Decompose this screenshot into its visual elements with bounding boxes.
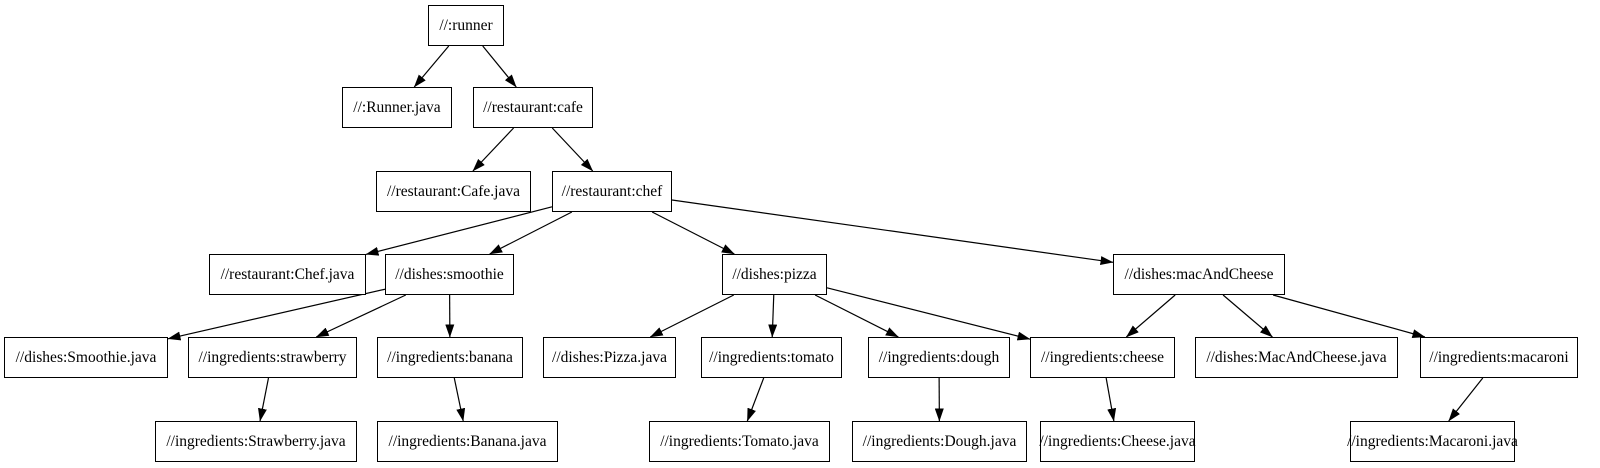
node-chef: //restaurant:chef (552, 171, 672, 212)
node-cheese-java: //ingredients:Cheese.java (1039, 421, 1196, 462)
edge-macandcheese-to-cheese (1125, 294, 1176, 338)
node-cheese: //ingredients:cheese (1030, 337, 1175, 378)
node-cafe: //restaurant:cafe (473, 87, 593, 128)
node-runner-java: //:Runner.java (342, 87, 452, 128)
edge-cafe-to-chef (551, 127, 594, 172)
edge-runner-to-cafe (482, 45, 517, 88)
edge-pizza-to-tomato (768, 294, 778, 338)
node-dough: //ingredients:dough (868, 337, 1010, 378)
node-macaroni: //ingredients:macaroni (1420, 337, 1578, 378)
node-smoothie-java: //dishes:Smoothie.java (4, 337, 168, 378)
edge-cheese-to-cheese-java (1105, 377, 1117, 422)
edge-macandcheese-to-macaroni (1272, 294, 1426, 339)
node-strawberry: //ingredients:strawberry (188, 337, 357, 378)
edge-chef-to-macandcheese (671, 199, 1114, 266)
edge-pizza-to-cheese (826, 287, 1031, 341)
edge-smoothie-to-strawberry (315, 294, 407, 338)
node-tomato-java: //ingredients:Tomato.java (649, 421, 830, 462)
edge-runner-to-runner-java (413, 45, 450, 88)
edge-group (167, 45, 1484, 422)
node-runner: //:runner (428, 5, 504, 46)
edge-macaroni-to-macaroni-java (1448, 377, 1484, 422)
node-macaroni-java: //ingredients:Macaroni.java (1347, 421, 1518, 462)
node-tomato: //ingredients:tomato (701, 337, 842, 378)
node-smoothie: //dishes:smoothie (385, 254, 514, 295)
edge-tomato-to-tomato-java (746, 377, 765, 422)
node-pizza: //dishes:pizza (722, 254, 827, 295)
node-strawberry-java: //ingredients:Strawberry.java (155, 421, 357, 462)
edge-smoothie-to-smoothie-java (167, 288, 386, 341)
edge-pizza-to-pizza-java (649, 294, 735, 338)
node-banana: //ingredients:banana (377, 337, 523, 378)
edge-macandcheese-to-macandcheese-java (1222, 294, 1273, 338)
node-macandcheese: //dishes:macAndCheese (1113, 254, 1285, 295)
edge-chef-to-chef-java (365, 206, 553, 256)
node-dough-java: //ingredients:Dough.java (852, 421, 1027, 462)
node-chef-java: //restaurant:Chef.java (209, 254, 366, 295)
node-cafe-java: //restaurant:Cafe.java (376, 171, 531, 212)
edge-chef-to-pizza (651, 211, 735, 255)
node-banana-java: //ingredients:Banana.java (377, 421, 558, 462)
edge-pizza-to-dough (814, 294, 899, 338)
edge-cafe-to-cafe-java (472, 127, 515, 172)
edge-chef-to-smoothie (489, 211, 573, 255)
node-pizza-java: //dishes:Pizza.java (543, 337, 676, 378)
node-macandcheese-java: //dishes:MacAndCheese.java (1195, 337, 1398, 378)
edge-banana-to-banana-java (453, 377, 466, 422)
edge-strawberry-to-strawberry-java (258, 377, 270, 422)
